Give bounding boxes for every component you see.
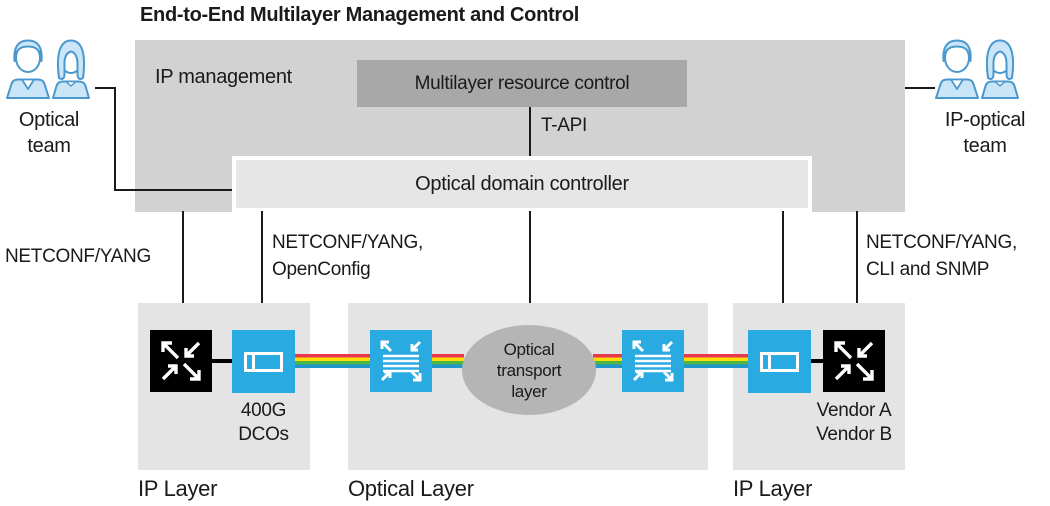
- multilayer-resource-control-label: Multilayer resource control: [414, 72, 630, 94]
- protocol-label-left: NETCONF/YANG: [5, 246, 151, 267]
- device-link: [212, 359, 232, 363]
- netconf-cli-snmp-line: [856, 211, 858, 303]
- dco-label: 400G DCOs: [238, 400, 289, 445]
- router-icon: [823, 330, 885, 392]
- woman-icon: [986, 39, 1014, 80]
- wdm-link: [430, 354, 464, 368]
- ip-layer-left-label: IP Layer: [138, 476, 218, 501]
- ip-optical-team-label: IP-optical team: [944, 109, 1026, 157]
- transponder-icon: [748, 330, 811, 393]
- man-icon: [13, 39, 43, 62]
- tapi-connector-line: [529, 107, 531, 157]
- wdm-link: [682, 354, 750, 368]
- optical-domain-controller-label: Optical domain controller: [415, 172, 629, 195]
- optical-team-icon: [4, 36, 96, 105]
- optical-layer-label: Optical Layer: [348, 476, 474, 501]
- tapi-label: T-API: [541, 115, 588, 136]
- wdm-link: [593, 354, 624, 368]
- ip-optical-team-connector: [905, 87, 935, 89]
- optical-transport-ellipse: Optical transport layer: [462, 325, 596, 415]
- optical-team-connector: [95, 87, 116, 89]
- woman-icon: [57, 39, 85, 80]
- protocol-label-right: NETCONF/YANG, CLI and SNMP: [866, 232, 1017, 280]
- ip-management-label: IP management: [155, 66, 292, 88]
- optical-team-connector: [114, 87, 116, 191]
- optical-team-connector: [114, 189, 232, 191]
- netconf-yang-left-line: [182, 211, 184, 303]
- diagram-title: End-to-End Multilayer Management and Con…: [140, 4, 580, 26]
- man-icon: [942, 39, 972, 62]
- roadm-icon: [370, 330, 432, 392]
- netconf-openconfig-line: [261, 211, 263, 330]
- netconf-yang-right-dco-line: [782, 211, 784, 330]
- odc-transport-line: [529, 211, 531, 325]
- device-link: [811, 359, 823, 363]
- ip-optical-team-icon: [933, 36, 1025, 105]
- transponder-icon: [232, 330, 295, 393]
- optical-domain-controller-box: Optical domain controller: [232, 156, 812, 212]
- ip-layer-right-label: IP Layer: [733, 476, 813, 501]
- protocol-label-center: NETCONF/YANG, OpenConfig: [272, 232, 423, 280]
- vendor-label: Vendor A Vendor B: [816, 400, 892, 445]
- roadm-icon: [622, 330, 684, 392]
- multilayer-resource-control-box: Multilayer resource control: [357, 60, 687, 107]
- wdm-link: [294, 354, 372, 368]
- optical-team-label: Optical team: [18, 109, 80, 157]
- router-icon: [150, 330, 212, 392]
